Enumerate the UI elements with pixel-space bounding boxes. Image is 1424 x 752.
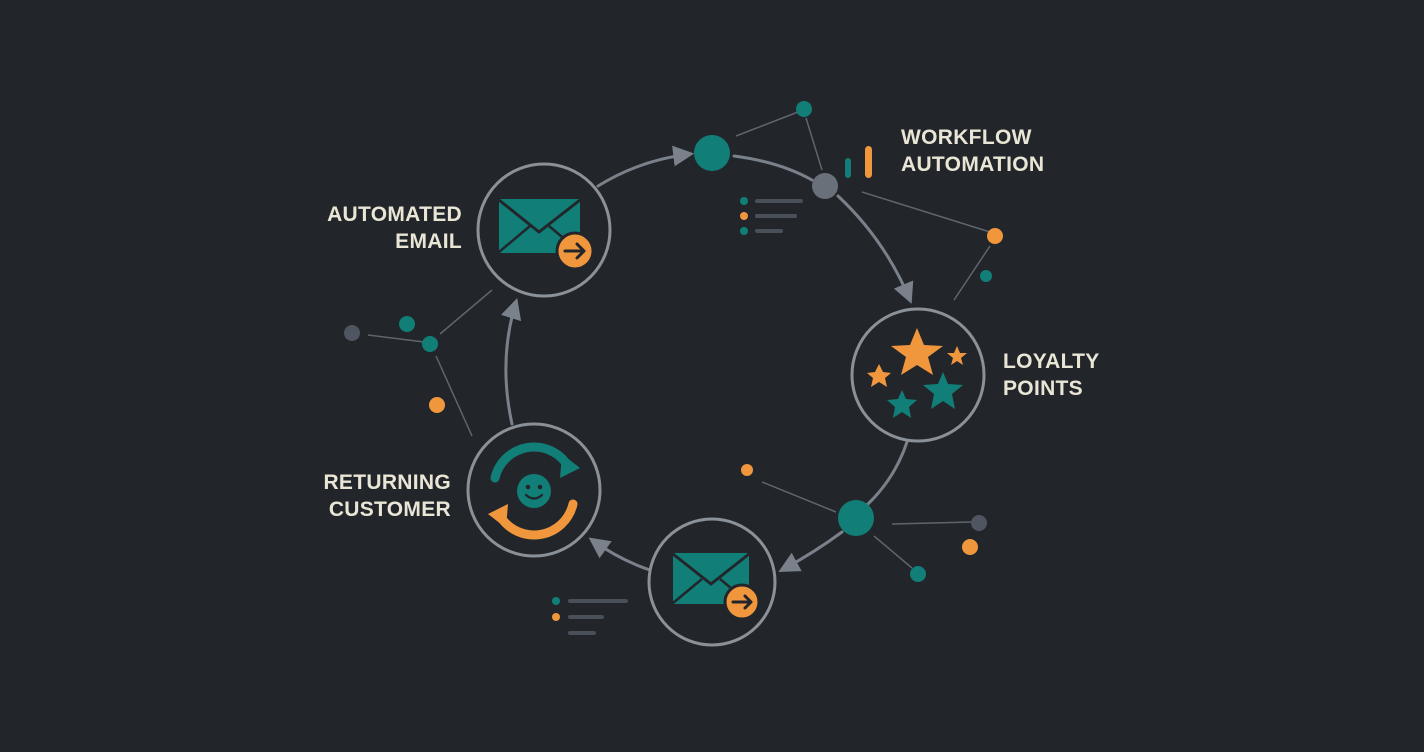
orange-dot (987, 228, 1003, 244)
teal-dot (399, 316, 415, 332)
label-line: AUTOMATION (901, 153, 1045, 176)
teal-junction-node (838, 500, 874, 536)
label-line: LOYALTY (1003, 350, 1100, 373)
connector-email-to-hub (596, 145, 695, 188)
teal-hub-node (694, 135, 730, 171)
label-automated-email: AUTOMATED EMAIL (300, 201, 462, 255)
connector-returning-to-email (500, 297, 522, 426)
network-lines (367, 111, 991, 569)
arrow-right-circle-icon (723, 583, 761, 621)
connector-grey-to-loyalty (836, 194, 914, 304)
stars-icon (867, 328, 967, 418)
grey-dot (971, 515, 987, 531)
label-line: POINTS (1003, 377, 1083, 400)
node-follow-up-email (647, 517, 777, 647)
label-returning-customer: RETURNING CUSTOMER (280, 469, 451, 523)
orange-dot (962, 539, 978, 555)
teal-dot (980, 270, 992, 282)
label-workflow-automation: WORKFLOW AUTOMATION (901, 124, 1044, 178)
smiley-cycle-icon (488, 442, 580, 540)
list-icon (740, 197, 803, 235)
bar-indicator-icon (845, 146, 872, 178)
node-automated-email (476, 162, 612, 298)
label-loyalty-points: LOYALTY POINTS (1003, 348, 1100, 402)
teal-dot (422, 336, 438, 352)
label-line: AUTOMATED (327, 203, 462, 226)
node-returning-customer (466, 422, 602, 558)
network-dots (344, 101, 1003, 582)
label-line: CUSTOMER (328, 498, 451, 521)
junction-nodes (694, 135, 874, 536)
teal-dot (910, 566, 926, 582)
list-icon (552, 597, 628, 635)
orange-dot (429, 397, 445, 413)
connector-tealnode-to-email2 (778, 530, 844, 573)
label-line: WORKFLOW (901, 126, 1032, 149)
loop-connectors (500, 145, 914, 573)
orange-dot (741, 464, 753, 476)
grey-junction-node (812, 173, 838, 199)
label-line: EMAIL (395, 230, 462, 253)
arrow-right-circle-icon (555, 231, 595, 271)
node-loyalty-points (850, 307, 986, 443)
connector-loyalty-to-tealnode (866, 440, 909, 506)
connector-email2-to-returning (588, 537, 652, 572)
teal-dot (796, 101, 812, 117)
grey-dot (344, 325, 360, 341)
connector-hub-to-grey (732, 154, 814, 182)
label-line: RETURNING (323, 471, 451, 494)
